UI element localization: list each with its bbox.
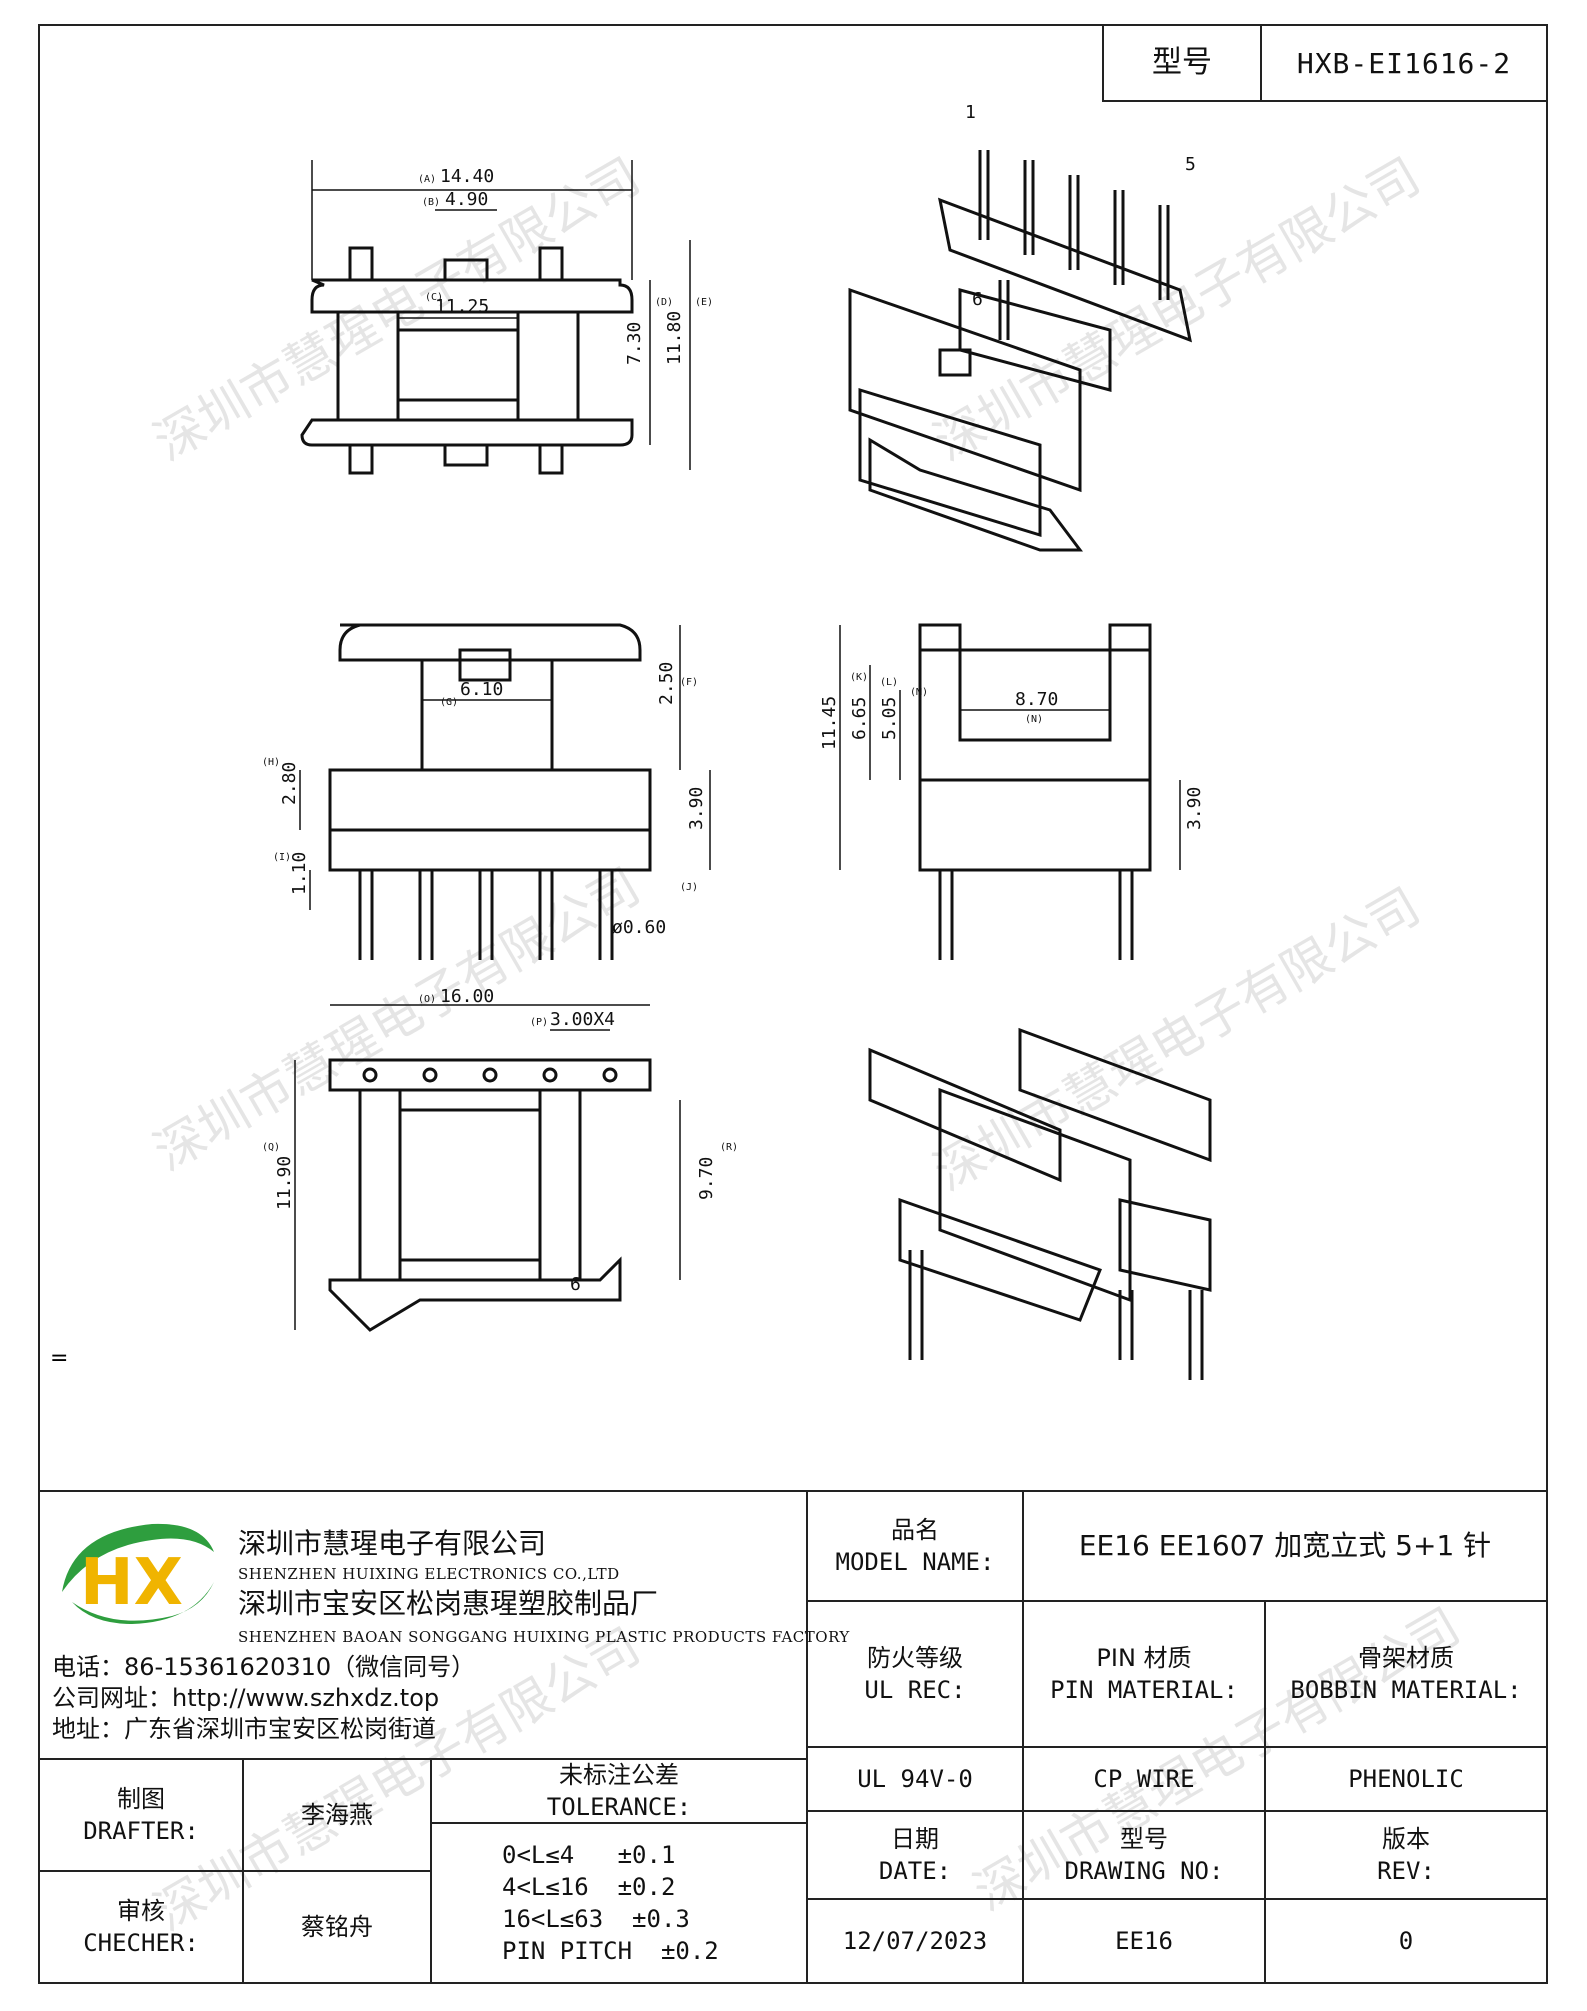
address: 地址：广东省深圳市宝安区松岗街道 <box>52 1715 436 1743</box>
pin-label-6: 6 <box>972 289 983 310</box>
dim-Q: 11.90 <box>274 1156 295 1210</box>
tolerance-line: PIN PITCH ±0.2 <box>502 1937 719 1965</box>
letter-I: (I) <box>273 852 291 863</box>
dim-N: 8.70 <box>1015 689 1058 710</box>
isometric-view-bottom <box>868 1027 1212 1380</box>
tolerance-header: 未标注公差 TOLERANCE: <box>430 1758 808 1824</box>
type-value-cell: HXB-EI1616-2 <box>1260 24 1548 102</box>
dim-I: 1.10 <box>289 852 310 895</box>
dim-F: 2.50 <box>656 662 677 705</box>
letter-E: (E) <box>695 297 713 308</box>
rev-value: 0 <box>1264 1898 1548 1984</box>
date-label: 日期 DATE: <box>806 1810 1024 1900</box>
date-value: 12/07/2023 <box>806 1898 1024 1984</box>
pin-label-1: 1 <box>965 102 976 123</box>
dim-C: 11.25 <box>435 296 489 317</box>
top-view <box>300 160 691 475</box>
letter-M: (M) <box>910 687 928 698</box>
dim-D: 7.30 <box>624 322 645 365</box>
website[interactable]: 公司网址：http://www.szhxdz.top <box>52 1684 440 1712</box>
letter-K: (K) <box>850 672 868 683</box>
model-name-label: 品名 MODEL NAME: <box>806 1490 1024 1602</box>
drawing-no-value: EE16 <box>1022 1898 1266 1984</box>
mark-6: 6 <box>570 1274 581 1295</box>
letter-L: (L) <box>880 677 898 688</box>
rev-label: 版本 REV: <box>1264 1810 1548 1900</box>
dim-B: 4.90 <box>445 189 488 210</box>
dim-E: 11.80 <box>664 311 685 365</box>
letter-G: (G) <box>440 697 458 708</box>
letter-R: (R) <box>720 1142 738 1153</box>
drawing-no-label: 型号 DRAWING NO: <box>1022 1810 1266 1900</box>
pin-material-value: CP WIRE <box>1022 1746 1266 1812</box>
ul-rec-value: UL 94V-0 <box>806 1746 1024 1812</box>
logo-text: HX <box>80 1546 183 1620</box>
dim-G: 6.10 <box>460 679 503 700</box>
side-view <box>839 623 1181 960</box>
tolerance-line: 16<L≤63 ±0.3 <box>502 1905 690 1933</box>
dim-R: 9.70 <box>696 1157 717 1200</box>
factory-name-en: SHENZHEN BAOAN SONGGANG HUIXING PLASTIC … <box>238 1628 850 1646</box>
letter-B: (B) <box>422 197 440 208</box>
drafter-label: 制图 DRAFTER: <box>38 1758 244 1872</box>
checker-label: 审核 CHECHER: <box>38 1870 244 1984</box>
company-logo: HX <box>52 1512 222 1632</box>
phone: 电话：86-15361620310（微信同号） <box>52 1653 476 1681</box>
pin-material-label: PIN 材质 PIN MATERIAL: <box>1022 1600 1266 1748</box>
letter-O: (O) <box>418 994 436 1005</box>
dim-O: 16.00 <box>440 986 494 1007</box>
front-view <box>299 623 711 960</box>
dim-K: 11.45 <box>819 696 840 750</box>
technical-drawing: 1 5 6 14.40 4.90 11.25 7.30 11.80 2.50 6… <box>50 102 1212 1380</box>
tolerance-line: 4<L≤16 ±0.2 <box>502 1873 676 1901</box>
letter-D: (D) <box>655 297 673 308</box>
company-name-cn: 深圳市慧瑆电子有限公司 <box>238 1527 547 1560</box>
margin-mark: = <box>50 1346 68 1371</box>
dim-A: 14.40 <box>440 166 494 187</box>
letter-F: (F) <box>680 677 698 688</box>
letter-A: (A) <box>418 174 436 185</box>
dim-J: 3.90 <box>686 787 707 830</box>
bottom-view <box>294 1004 681 1332</box>
letter-Q: (Q) <box>262 1142 280 1153</box>
dim-P: 3.00X4 <box>550 1009 615 1030</box>
tolerance-values: 0<L≤4 ±0.1 4<L≤16 ±0.2 16<L≤63 ±0.3 PIN … <box>430 1822 808 1984</box>
tolerance-line: 0<L≤4 ±0.1 <box>502 1841 676 1869</box>
dim-side-h: 3.90 <box>1184 787 1205 830</box>
letter-P: (P) <box>530 1017 548 1028</box>
checker-name: 蔡铭舟 <box>242 1870 432 1984</box>
model-name-value: EE16 EE1607 加宽立式 5+1 针 <box>1022 1490 1548 1602</box>
dim-H: 2.80 <box>279 762 300 805</box>
dim-L: 6.65 <box>849 697 870 740</box>
letter-N: (N) <box>1025 714 1043 725</box>
letter-J: (J) <box>680 882 698 893</box>
bobbin-material-label: 骨架材质 BOBBIN MATERIAL: <box>1264 1600 1548 1748</box>
isometric-view-top <box>848 150 1193 552</box>
bobbin-material-value: PHENOLIC <box>1264 1746 1548 1812</box>
letter-H: (H) <box>262 757 280 768</box>
type-label: 型号 <box>1152 45 1212 80</box>
type-value: HXB-EI1616-2 <box>1296 46 1512 80</box>
drafter-name: 李海燕 <box>242 1758 432 1872</box>
letter-C: (C) <box>425 292 443 303</box>
dim-pin-d: ø0.60 <box>612 917 666 938</box>
factory-name-cn: 深圳市宝安区松岗惠瑆塑胶制品厂 <box>238 1587 659 1620</box>
company-name-en: SHENZHEN HUIXING ELECTRONICS CO.,LTD <box>238 1565 620 1583</box>
dim-M: 5.05 <box>879 697 900 740</box>
pin-label-5: 5 <box>1185 154 1196 175</box>
ul-rec-label: 防火等级 UL REC: <box>806 1600 1024 1748</box>
